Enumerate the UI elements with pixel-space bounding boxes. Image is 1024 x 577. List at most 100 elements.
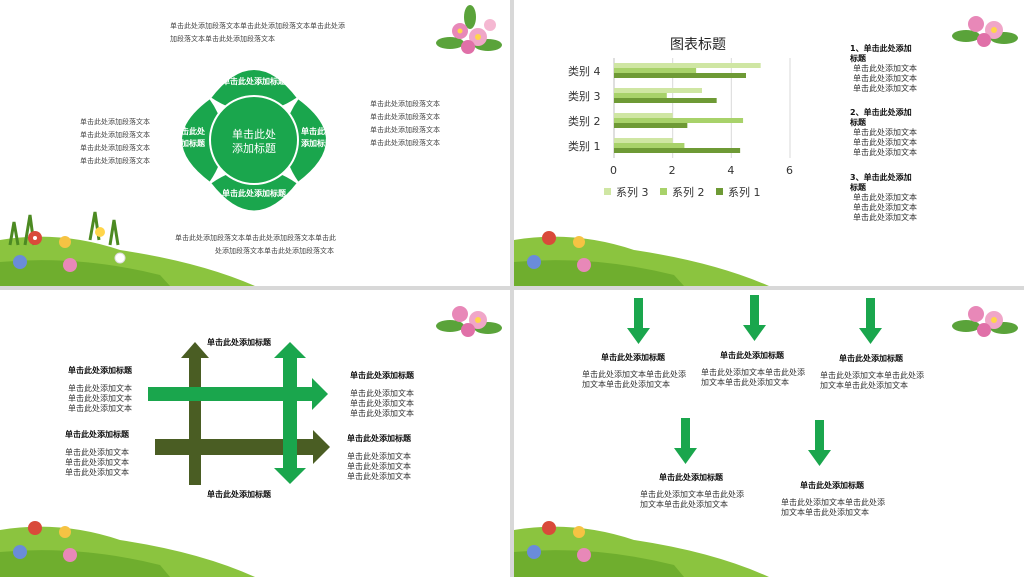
block-title: 单击此处添加标题 [347,434,411,443]
y-category-label: 类别 1 [568,139,601,153]
left-block-2[interactable]: 单击此处添加标题 单击此处添加文本 单击此处添加文本 单击此处添加文本 [65,429,129,478]
y-category-label: 类别 2 [568,114,601,128]
side-item-title: 2、单击此处添加 [850,108,912,117]
side-item-line: 单击此处添加文本 [853,84,917,93]
side-item-title: 标题 [850,118,866,127]
side-item-line: 单击此处添加文本 [853,148,917,157]
bar [614,93,667,98]
right-block-2[interactable]: 单击此处添加标题 单击此处添加文本 单击此处添加文本 单击此处添加文本 [347,433,411,482]
slide-4[interactable]: 单击此处添加标题 单击此处添加文本单击此处添 加文本单击此处添加文本 单击此处添… [514,290,1024,577]
block-title: 单击此处添加标题 [65,430,129,439]
block-line: 单击此处添加文本 [68,384,132,393]
flower-decoration [436,5,502,54]
petal-top-title[interactable]: 单击此处添加标题 [222,77,286,86]
x-tick-label: 0 [610,164,617,177]
step-line: 单击此处添加文本单击此处添 [640,490,744,499]
side-item-title: 标题 [850,183,866,192]
petal-right-title-l1: 单击此处 [301,127,333,136]
bar [614,138,673,143]
step-line: 加文本单击此处添加文本 [582,380,670,389]
center-title-l2: 添加标题 [232,142,276,155]
step-line: 单击此处添加文本单击此处添 [781,498,885,507]
center-title[interactable]: 单击此处添加标题 [214,128,294,156]
bottom-paragraph-line-1[interactable]: 单击此处添加段落文本单击此处添加段落文本单击此 [175,234,336,242]
bottom-paragraph-line-2[interactable]: 处添加段落文本单击此处添加段落文本 [215,247,334,255]
side-item-line: 单击此处添加文本 [853,138,917,147]
left-paragraph-line[interactable]: 单击此处添加段落文本 [80,118,150,126]
step-line: 加文本单击此处添加文本 [781,508,869,517]
bar [614,143,685,148]
side-item-line: 单击此处添加文本 [853,193,917,202]
side-item-3[interactable]: 3、单击此处添加 标题 单击此处添加文本 单击此处添加文本 单击此处添加文本 [850,173,917,223]
step-line: 单击此处添加文本单击此处添 [820,371,924,380]
step-line: 加文本单击此处添加文本 [701,378,789,387]
block-line: 单击此处添加文本 [65,448,129,457]
petal-bottom-title[interactable]: 单击此处添加标题 [222,189,286,198]
petal-right-title[interactable]: 单击此处添加标题 [294,126,340,150]
right-paragraph-line[interactable]: 单击此处添加段落文本 [370,113,440,121]
legend-swatch [660,188,667,195]
side-item-1[interactable]: 1、单击此处添加 标题 单击此处添加文本 单击此处添加文本 单击此处添加文本 [850,44,917,94]
left-paragraph-line[interactable]: 单击此处添加段落文本 [80,144,150,152]
y-category-label: 类别 3 [568,89,601,103]
slide-1[interactable]: 单击此处添加段落文本单击此处添加段落文本单击此处添 加段落文本单击此处添加段落文… [0,0,510,286]
side-item-line: 单击此处添加文本 [853,64,917,73]
right-paragraph-line[interactable]: 单击此处添加段落文本 [370,100,440,108]
step-block-5[interactable]: 单击此处添加标题 单击此处添加文本单击此处添 加文本单击此处添加文本 [781,480,885,518]
bar [614,118,744,123]
step-title: 单击此处添加标题 [601,353,665,362]
clover-diagram [180,68,328,213]
top-paragraph-line-1[interactable]: 单击此处添加段落文本单击此处添加段落文本单击此处添 [170,22,345,30]
side-item-2[interactable]: 2、单击此处添加 标题 单击此处添加文本 单击此处添加文本 单击此处添加文本 [850,108,917,158]
step-title: 单击此处添加标题 [839,354,903,363]
x-tick-label: 4 [727,164,735,177]
side-item-line: 单击此处添加文本 [853,203,917,212]
step-line: 单击此处添加文本单击此处添 [701,368,805,377]
flower-decoration [952,16,1018,47]
x-tick-label: 6 [786,164,793,177]
bar [614,63,761,68]
step-line: 加文本单击此处添加文本 [640,500,728,509]
left-block-1[interactable]: 单击此处添加标题 单击此处添加文本 单击此处添加文本 单击此处添加文本 [68,365,132,414]
left-paragraph-line[interactable]: 单击此处添加段落文本 [80,131,150,139]
step-title: 单击此处添加标题 [800,481,864,490]
step-block-2[interactable]: 单击此处添加标题 单击此处添加文本单击此处添 加文本单击此处添加文本 [701,350,805,388]
chart-title[interactable]: 图表标题 [670,37,726,53]
side-item-line: 单击此处添加文本 [853,128,917,137]
step-block-3[interactable]: 单击此处添加标题 单击此处添加文本单击此处添 加文本单击此处添加文本 [820,353,924,391]
block-line: 单击此处添加文本 [350,409,414,418]
side-item-title: 3、单击此处添加 [850,173,912,182]
step-line: 单击此处添加文本单击此处添 [582,370,686,379]
step-line: 加文本单击此处添加文本 [820,381,908,390]
right-paragraph-line[interactable]: 单击此处添加段落文本 [370,139,440,147]
block-line: 单击此处添加文本 [68,394,132,403]
top-paragraph-line-2[interactable]: 加段落文本单击此处添加段落文本 [170,35,275,43]
legend-entry[interactable]: 系列 3 [616,186,649,199]
bar-chart [604,58,791,195]
side-item-line: 单击此处添加文本 [853,74,917,83]
diagram-top-title[interactable]: 单击此处添加标题 [207,338,271,347]
petal-left-title[interactable]: 单击此处添加标题 [166,126,212,150]
legend-entry[interactable]: 系列 2 [672,186,705,199]
flower-decoration [436,306,502,337]
slide1-graphics [0,5,502,286]
legend-entry[interactable]: 系列 1 [728,186,761,199]
bar [614,113,673,118]
legend-swatch [716,188,723,195]
right-block-1[interactable]: 单击此处添加标题 单击此处添加文本 单击此处添加文本 单击此处添加文本 [350,370,414,419]
step-block-1[interactable]: 单击此处添加标题 单击此处添加文本单击此处添 加文本单击此处添加文本 [582,352,686,390]
side-item-title: 1、单击此处添加 [850,44,912,53]
left-paragraph-line[interactable]: 单击此处添加段落文本 [80,157,150,165]
slide-3[interactable]: 单击此处添加标题 单击此处添加标题 单击此处添加标题 单击此处添加文本 单击此处… [0,290,510,577]
hash-arrows-diagram [148,342,330,485]
diagram-bottom-title[interactable]: 单击此处添加标题 [207,490,271,499]
side-item-line: 单击此处添加文本 [853,213,917,222]
meadow-decoration [0,521,255,577]
petal-left-title-l2: 添加标题 [173,139,205,148]
legend-swatch [604,188,611,195]
right-paragraph-line[interactable]: 单击此处添加段落文本 [370,126,440,134]
meadow-decoration [514,231,769,286]
bar [614,73,746,78]
step-block-4[interactable]: 单击此处添加标题 单击此处添加文本单击此处添 加文本单击此处添加文本 [640,472,744,510]
